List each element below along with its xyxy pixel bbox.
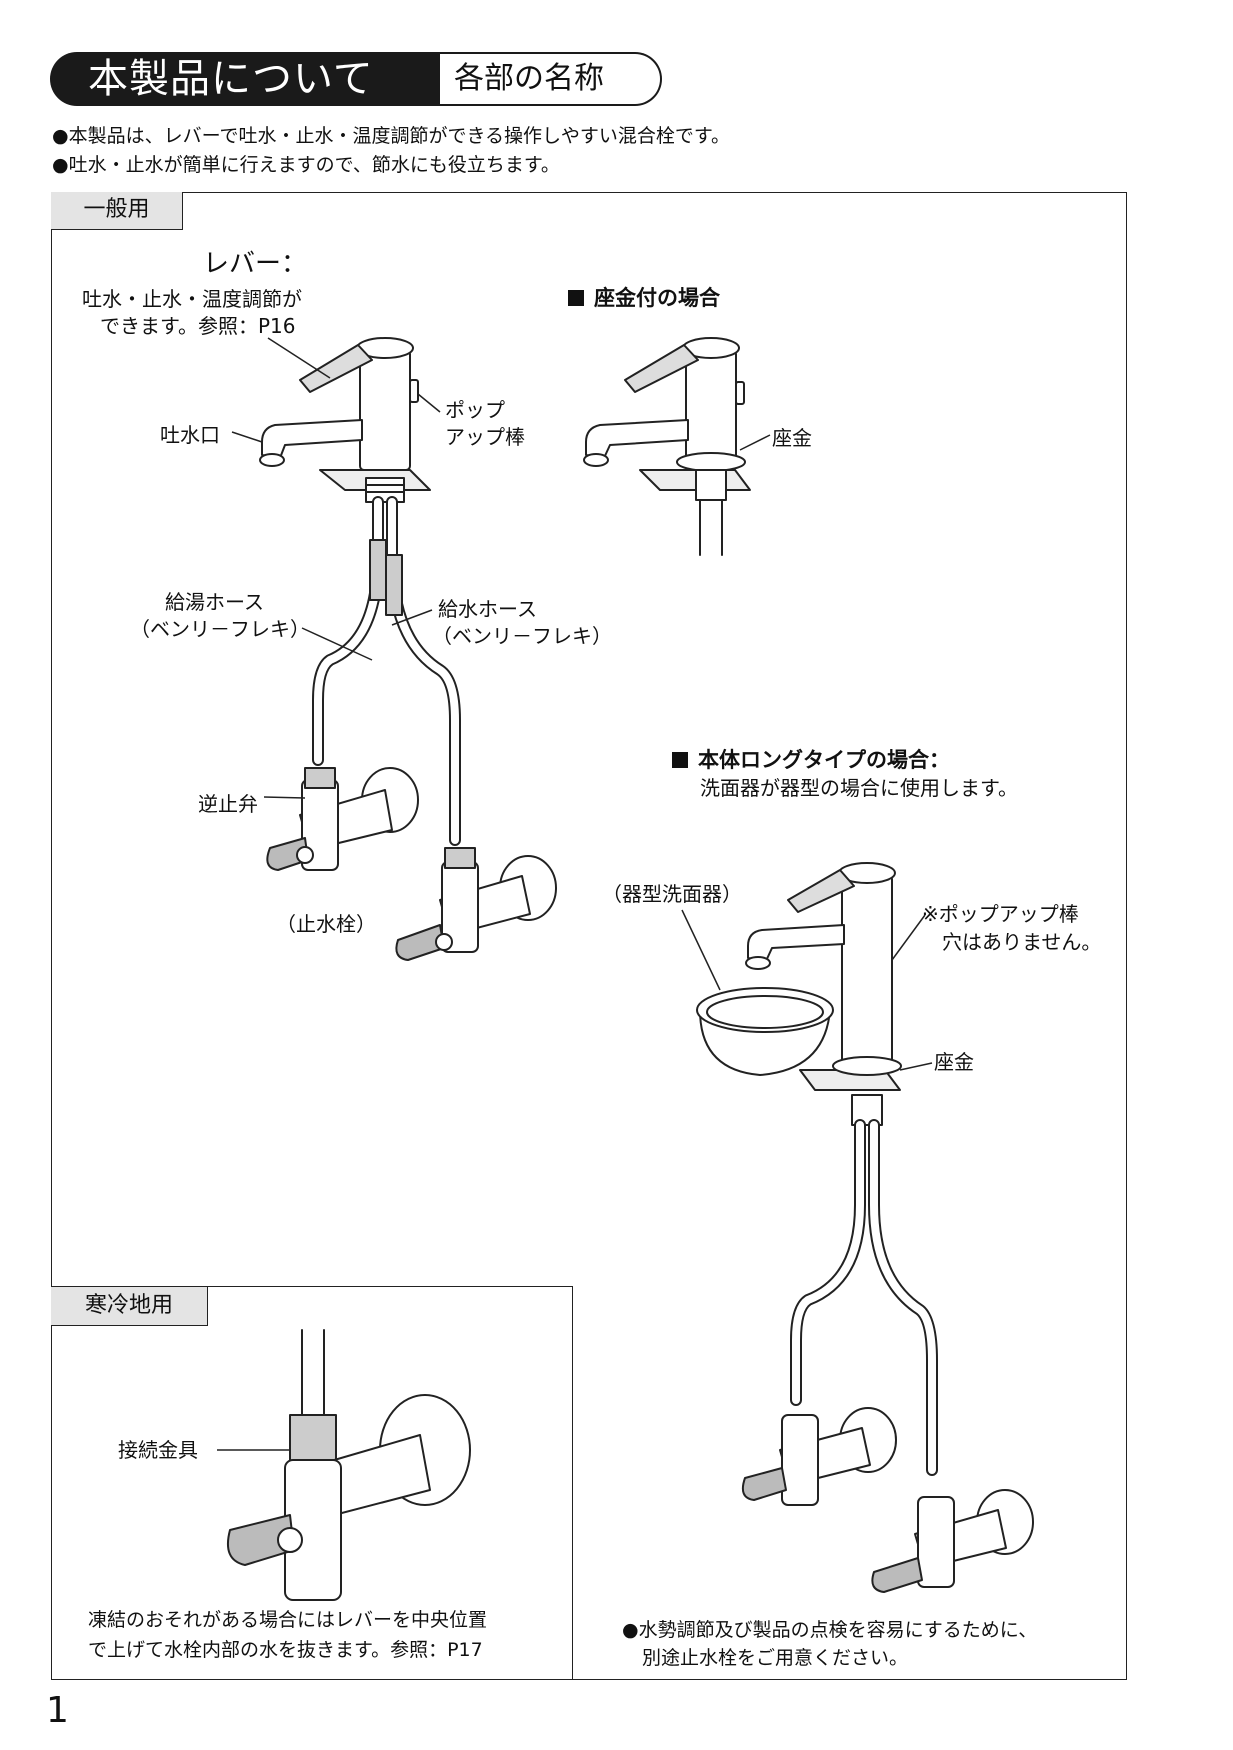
lever-label: レバー：	[203, 249, 308, 279]
faucet-washer-illustration	[583, 337, 751, 556]
general-use-tag: 一般用	[51, 192, 183, 230]
fitting-label: 接続金具	[118, 1438, 198, 1462]
hot-hose-label-1: 給湯ホース	[165, 590, 264, 614]
page-title: 本製品について	[50, 52, 440, 106]
page-number: 1	[46, 1690, 69, 1731]
washer-label-top: 座金	[772, 426, 812, 450]
stop-valve-left	[266, 767, 419, 871]
spout-label: 吐水口	[160, 423, 220, 447]
popup-note-1: ※ポップアップ棒	[922, 902, 1079, 926]
square-bullet-icon	[672, 752, 688, 768]
stop-valve-right	[395, 847, 557, 961]
bottom-note-1: ●水勢調節及び製品の点検を容易にするために、	[622, 1619, 1038, 1641]
cold-note-2: で上げて水栓内部の水を抜きます。参照：P17	[88, 1639, 483, 1661]
lever-desc-1: 吐水・止水・温度調節が	[82, 287, 302, 311]
leader-lines	[217, 337, 933, 1451]
washer-label-long: 座金	[934, 1050, 974, 1074]
lever-desc-2: できます。参照：P16	[100, 314, 296, 338]
faucet-main-illustration	[259, 337, 461, 846]
intro-line-2: ●吐水・止水が簡単に行えますので、節水にも役立ちます。	[52, 154, 560, 176]
bowl-label: （器型洗面器）	[602, 882, 742, 906]
bottom-note-2: 別途止水栓をご用意ください。	[642, 1647, 909, 1669]
cold-region-tag: 寒冷地用	[51, 1286, 208, 1326]
page-subtitle: 各部の名称	[440, 52, 662, 106]
stop-valve-label: （止水栓）	[276, 912, 376, 936]
popup-label-2: アップ棒	[445, 425, 525, 449]
long-type-desc: 洗面器が器型の場合に使用します。	[700, 776, 1018, 800]
hot-hose-label-2: （ベンリ－フレキ）	[130, 617, 310, 641]
check-valve-label: 逆止弁	[198, 792, 258, 816]
general-use-frame	[51, 192, 1127, 1680]
intro-line-1: ●本製品は、レバーで吐水・止水・温度調節ができる操作しやすい混合栓です。	[52, 125, 730, 147]
square-bullet-icon	[568, 290, 584, 306]
cold-hose-label-1: 給水ホース	[438, 597, 537, 621]
washer-case-heading: 座金付の場合	[568, 282, 720, 312]
faucet-long-illustration	[696, 862, 1034, 1593]
cold-hose-label-2: （ベンリ－フレキ）	[432, 624, 612, 648]
long-type-heading: 本体ロングタイプの場合：	[672, 744, 950, 774]
cold-region-valve-illustration	[226, 1329, 471, 1601]
cold-note-1: 凍結のおそれがある場合にはレバーを中央位置	[88, 1609, 488, 1631]
popup-note-2: 穴はありません。	[942, 930, 1102, 954]
cold-region-frame	[51, 1286, 573, 1680]
popup-label-1: ポップ	[445, 398, 505, 422]
